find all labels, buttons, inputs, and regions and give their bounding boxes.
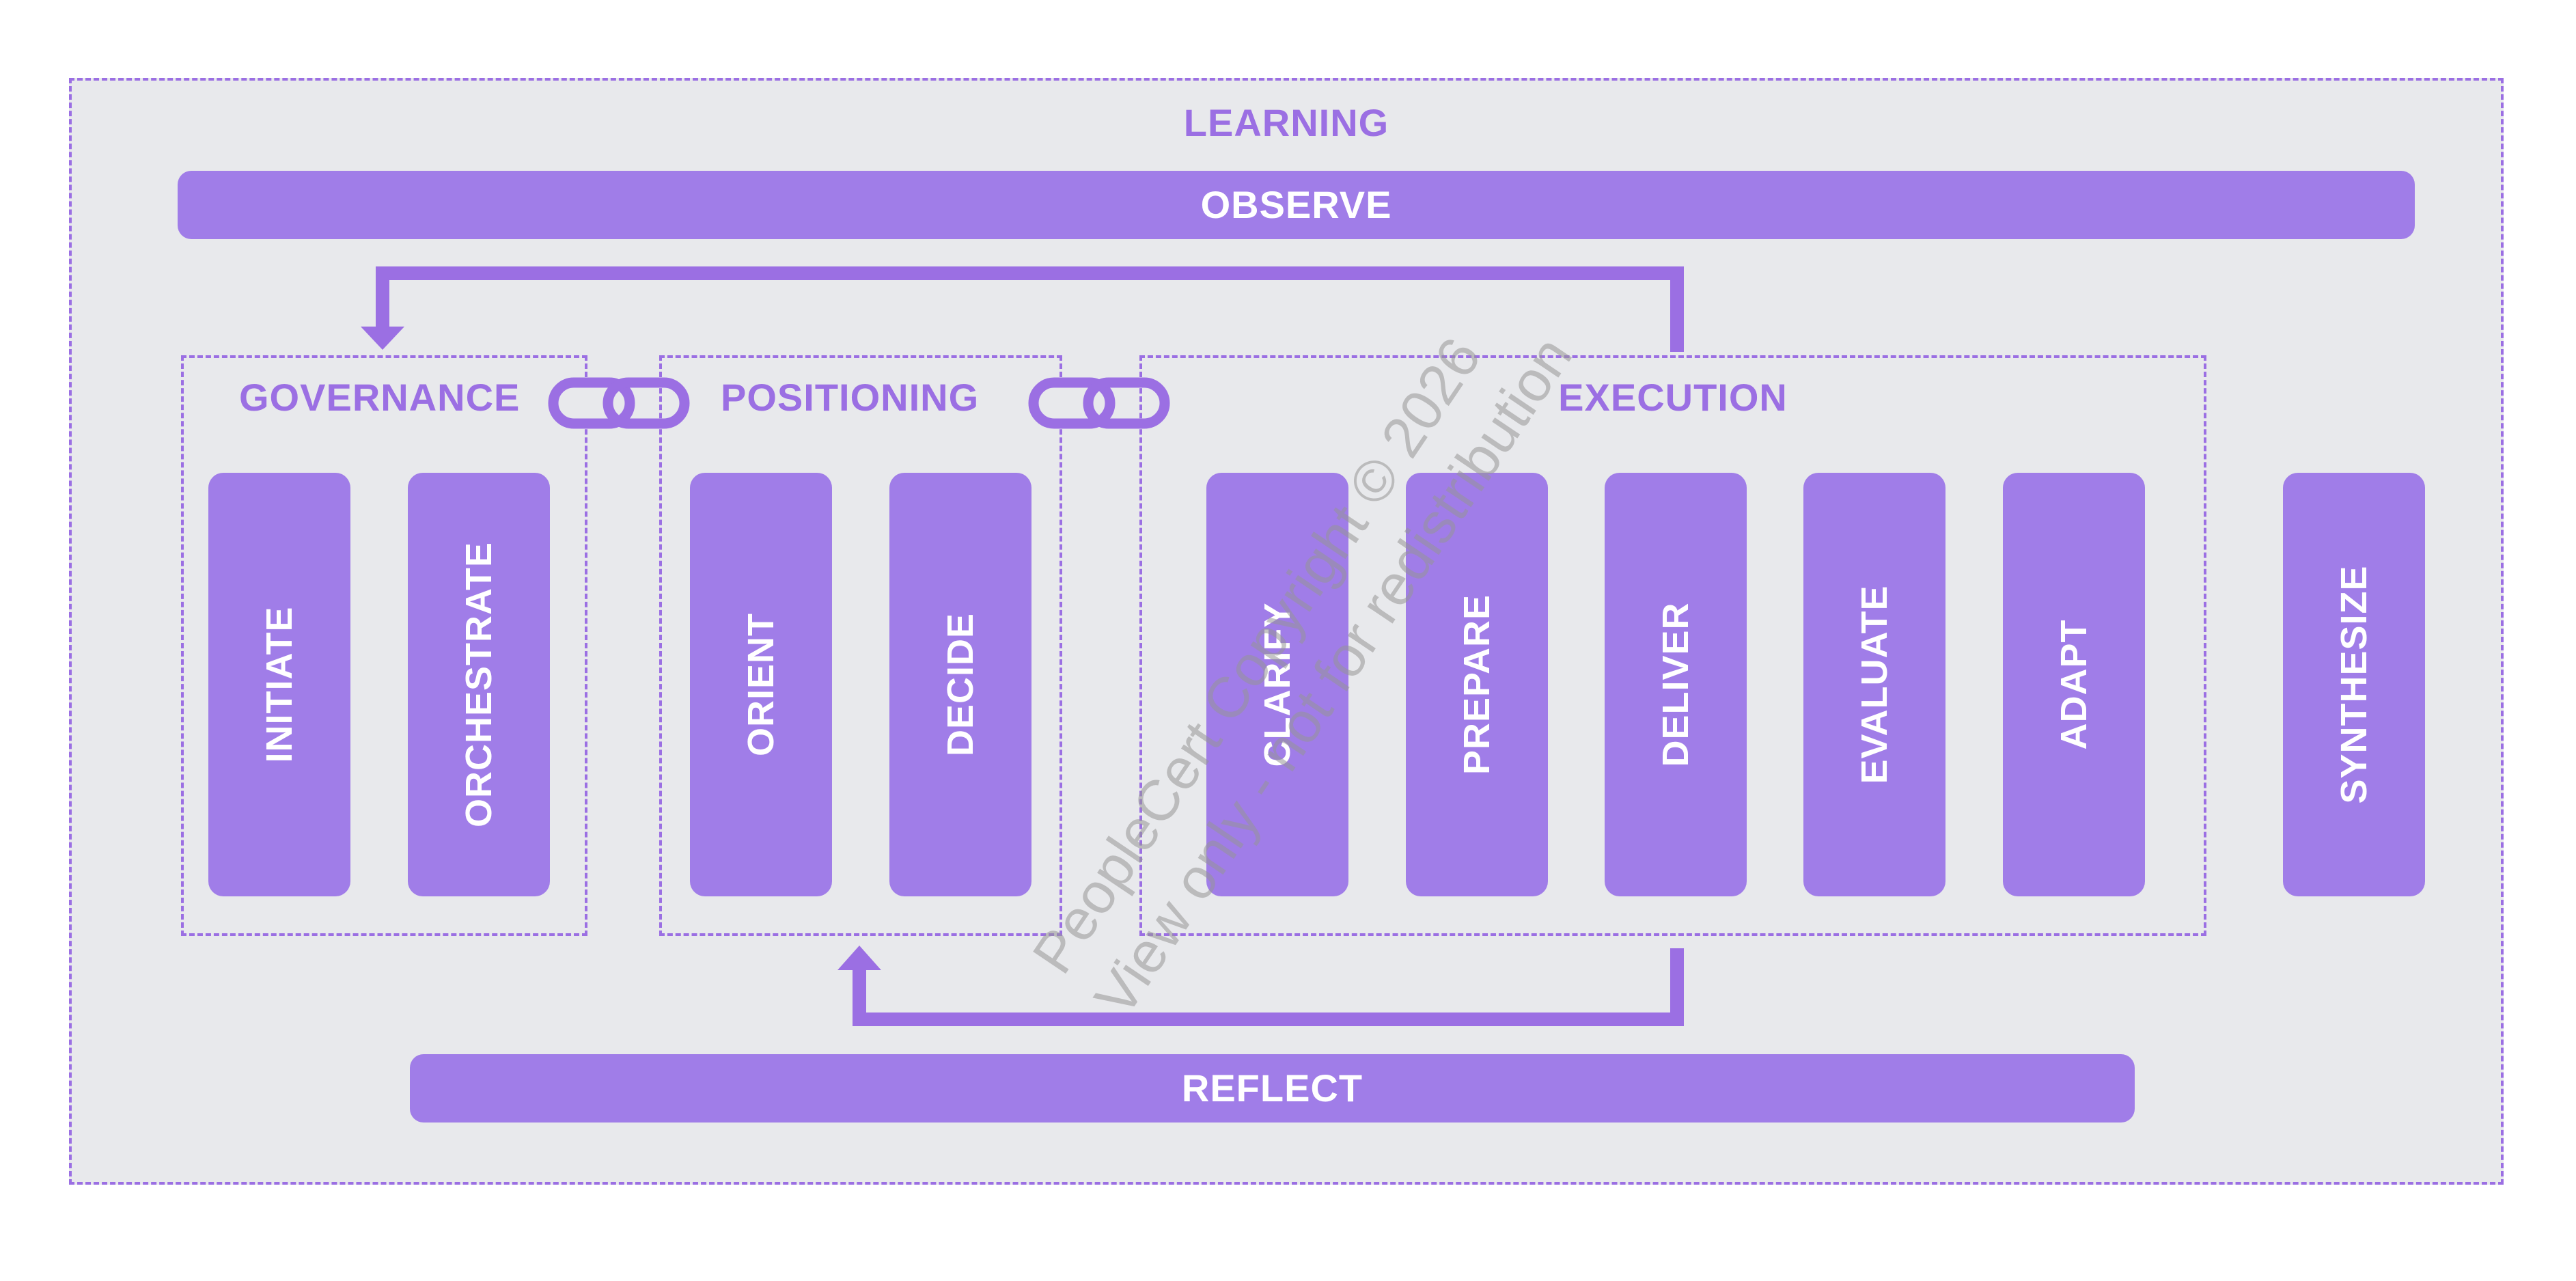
stage-evaluate: EVALUATE xyxy=(1803,473,1945,896)
stage-label: ORIENT xyxy=(740,612,781,757)
stage-deliver: DELIVER xyxy=(1605,473,1747,896)
stage-label: PREPARE xyxy=(1456,594,1497,775)
stage-orient: ORIENT xyxy=(690,473,832,896)
positioning-group xyxy=(659,355,1062,936)
stage-decide: DECIDE xyxy=(889,473,1031,896)
stage-label: SYNTHESIZE xyxy=(2333,565,2374,804)
stage-label: EVALUATE xyxy=(1854,585,1895,784)
observe-bar: OBSERVE xyxy=(178,171,2415,239)
stage-prepare: PREPARE xyxy=(1406,473,1548,896)
execution-label: EXECUTION xyxy=(1558,376,1788,419)
reflect-bar: REFLECT xyxy=(410,1054,2135,1122)
stage-label: CLARIFY xyxy=(1257,602,1298,767)
stage-label: INITIATE xyxy=(259,606,300,763)
stage-label: DELIVER xyxy=(1655,602,1696,767)
stage-synthesize: SYNTHESIZE xyxy=(2283,473,2425,896)
stage-orchestrate: ORCHESTRATE xyxy=(408,473,550,896)
execution-group xyxy=(1139,355,2206,936)
learning-title: LEARNING xyxy=(1183,101,1389,144)
positioning-label: POSITIONING xyxy=(721,376,980,419)
stage-label: ADAPT xyxy=(2053,619,2094,750)
stage-clarify: CLARIFY xyxy=(1206,473,1348,896)
governance-group xyxy=(181,355,587,936)
stage-adapt: ADAPT xyxy=(2003,473,2145,896)
stage-label: DECIDE xyxy=(940,612,981,757)
stage-label: ORCHESTRATE xyxy=(458,541,499,828)
governance-label: GOVERNANCE xyxy=(239,376,521,419)
stage-initiate: INITIATE xyxy=(208,473,350,896)
